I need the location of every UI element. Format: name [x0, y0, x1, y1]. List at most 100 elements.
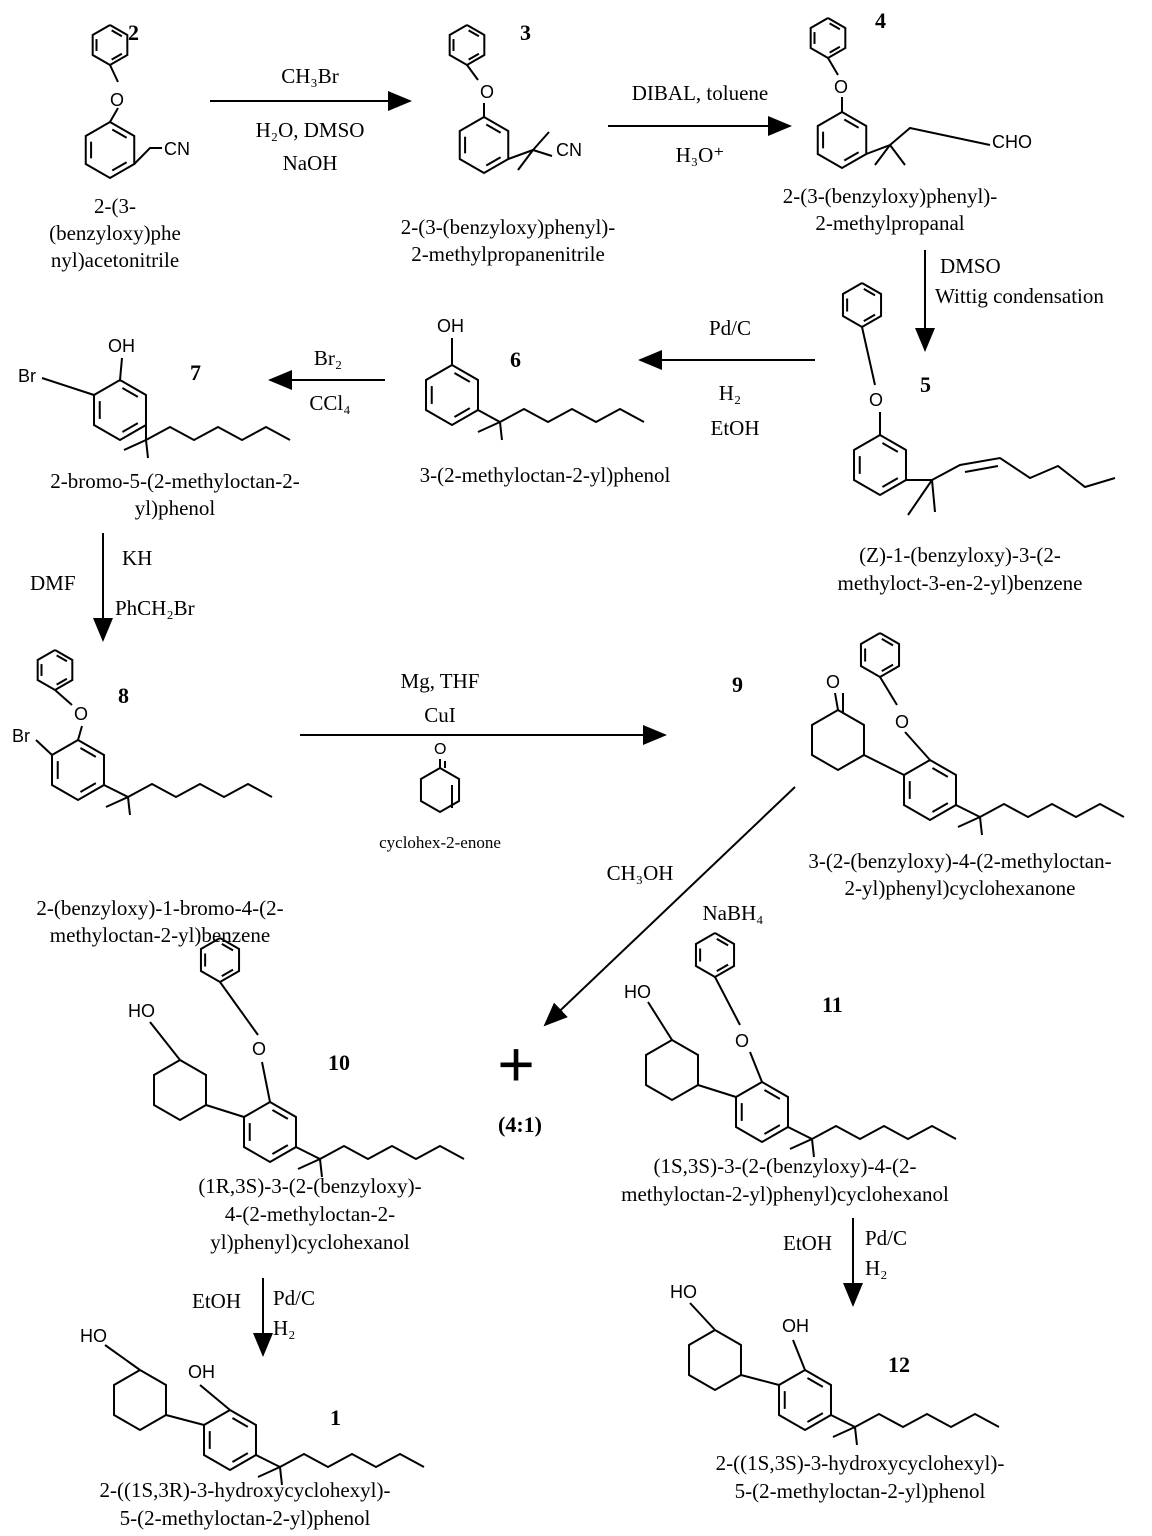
methyl	[105, 796, 129, 808]
bond	[907, 479, 933, 516]
compound-7-name: 2-bromo-5-(2-methyloctan-2-	[50, 469, 300, 493]
double-bond	[843, 118, 860, 129]
benzene-ring	[859, 632, 901, 679]
double-bond	[121, 387, 139, 398]
double-bond	[221, 943, 234, 952]
methyl	[853, 1426, 858, 1446]
reagent: DMSO	[940, 254, 1001, 278]
compound-8-number: 8	[118, 683, 129, 708]
compound-3-name: 2-methylpropanenitrile	[411, 242, 605, 266]
compound-4-number: 4	[875, 8, 886, 33]
cyclohexane-ring	[113, 1369, 167, 1432]
cyclohexane-ring	[645, 1039, 699, 1102]
bond	[697, 1084, 737, 1098]
methyl	[123, 439, 147, 451]
compound-2-name: 2-(3-	[94, 194, 136, 218]
compound-8-name: 2-(benzyloxy)-1-bromo-4-(2-	[36, 896, 283, 920]
reagent: NaOH	[283, 151, 338, 175]
bond	[149, 1021, 181, 1061]
compound-12-name: 5-(2-methyloctan-2-yl)phenol	[735, 1479, 986, 1503]
bond	[740, 1374, 780, 1386]
bond	[35, 739, 53, 756]
compound-9-name: 3-(2-(benzyloxy)-4-(2-methyloctan-	[808, 849, 1111, 873]
compound-10-name: (1R,3S)-3-(2-(benzyloxy)-	[198, 1174, 421, 1198]
methyl	[810, 1138, 815, 1158]
bond	[199, 1384, 231, 1411]
benzene-ring	[809, 17, 847, 60]
reagent: CCl₄	[309, 391, 350, 415]
bond	[532, 131, 550, 151]
reagent: PhCH₂Br	[115, 596, 195, 620]
double-bond	[716, 963, 729, 972]
compound-4-name: 2-methylpropanal	[815, 211, 964, 235]
methyl	[318, 1158, 323, 1178]
compound-11-name: (1S,3S)-3-(2-(benzyloxy)-4-(2-	[653, 1154, 916, 1178]
double-bond	[231, 1452, 249, 1463]
double-bond	[121, 422, 139, 433]
methyl	[278, 1466, 283, 1486]
bond	[834, 692, 839, 711]
benzene-ring	[448, 24, 486, 67]
double-bond	[843, 151, 860, 162]
double-bond	[111, 29, 123, 38]
bond	[54, 689, 73, 706]
double-bond	[111, 161, 128, 172]
bond	[689, 1302, 716, 1331]
double-bond	[863, 313, 876, 322]
bond	[904, 731, 931, 761]
bond	[165, 1414, 205, 1426]
methyl	[957, 816, 981, 828]
double-bond	[79, 747, 97, 758]
double-bond	[231, 1417, 249, 1428]
reagent: H₂	[719, 381, 742, 405]
bond	[109, 64, 119, 83]
atom-oh: OH	[437, 316, 464, 336]
compound-7-number: 7	[190, 360, 201, 385]
double-bond	[485, 123, 502, 134]
atom-oh: OH	[188, 1362, 215, 1382]
compound-6-number: 6	[510, 347, 521, 372]
bond	[861, 326, 876, 386]
alkyl-chain	[145, 425, 291, 442]
methyl	[145, 439, 149, 459]
alkyl-chain	[279, 1452, 425, 1469]
reagent: KH	[122, 546, 152, 570]
reagent: Wittig condensation	[935, 284, 1104, 308]
benzene-ring	[841, 282, 883, 329]
bond	[119, 357, 123, 381]
double-bond	[56, 654, 68, 663]
atom-o: O	[834, 77, 848, 97]
bond	[889, 144, 906, 166]
reagent: EtOH	[192, 1289, 241, 1313]
reagent: CuI	[424, 703, 456, 727]
double-bond	[829, 22, 841, 31]
enone-name: cyclohex-2-enone	[379, 833, 501, 852]
atom-ho: HO	[670, 1282, 697, 1302]
bond	[77, 725, 83, 741]
benzene-ring	[93, 379, 147, 442]
bond	[205, 1104, 245, 1118]
alkyl-chain	[811, 1124, 957, 1141]
double-bond	[453, 407, 471, 418]
double-bond	[806, 1377, 824, 1388]
double-bond	[111, 128, 128, 139]
benzene-ring	[694, 932, 736, 979]
cyclohexane-ring	[688, 1329, 742, 1392]
double-bond	[964, 465, 999, 473]
double-bond	[716, 938, 729, 947]
benzene-ring	[425, 364, 479, 427]
methyl	[832, 1426, 856, 1438]
reagent: EtOH	[783, 1231, 832, 1255]
reagent: Pd/C	[273, 1286, 315, 1310]
double-bond	[453, 372, 471, 383]
atom-ho: HO	[128, 1001, 155, 1021]
bond	[109, 107, 119, 123]
double-bond	[468, 29, 480, 38]
bond	[507, 149, 534, 160]
compound-12-name: 2-((1S,3S)-3-hydroxycyclohexyl)-	[716, 1451, 1005, 1475]
alkyl-chain	[854, 1412, 1000, 1429]
compound-2-number: 2	[128, 20, 139, 45]
compound-6-name: 3-(2-methyloctan-2-yl)phenol	[420, 463, 671, 487]
double-bond	[881, 477, 899, 488]
